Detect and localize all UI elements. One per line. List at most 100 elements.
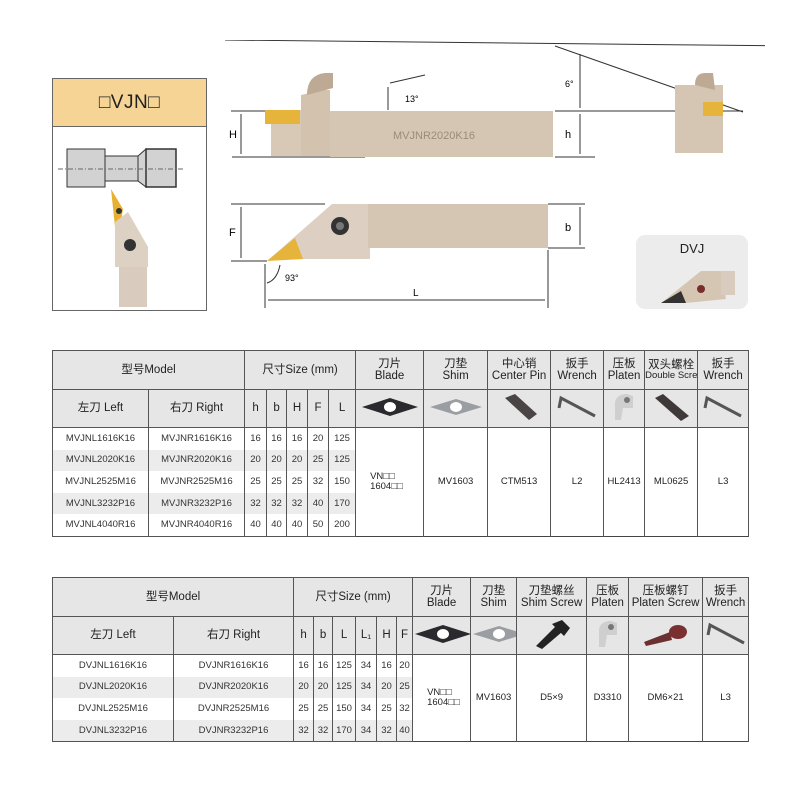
part-image-cell xyxy=(550,389,605,428)
part-image-cell xyxy=(423,389,489,428)
platen-screw-value: DM6×21 xyxy=(628,654,704,742)
dimension-value: 25 xyxy=(307,449,330,472)
wrench-value: L2 xyxy=(550,427,605,537)
dimension-header: h xyxy=(244,389,268,428)
part-image-cell xyxy=(487,389,552,428)
model-left: MVJNL2525M16 xyxy=(52,471,149,493)
center-pin-icon xyxy=(505,393,538,420)
dimension-value: 34 xyxy=(355,719,378,743)
dimension-value: 125 xyxy=(332,654,357,677)
shim-screw-value: D5×9 xyxy=(516,654,588,742)
shim-value: MV1603 xyxy=(470,654,518,742)
model-right: MVJNR3232P16 xyxy=(147,492,246,515)
model-header: 型号Model xyxy=(51,350,246,390)
dimension-value: 32 xyxy=(313,719,334,743)
shim-screw-icon xyxy=(535,619,570,649)
dimension-value: 40 xyxy=(396,719,414,743)
dimension-value: 20 xyxy=(286,449,309,472)
dimension-header: F xyxy=(307,389,330,428)
shim-value: MV1603 xyxy=(423,427,489,537)
dimension-header: L₁ xyxy=(355,616,378,655)
dimension-value: 32 xyxy=(396,698,414,720)
dimension-value: 50 xyxy=(307,514,330,537)
dimension-value: 25 xyxy=(244,471,268,493)
dim-label-F: F xyxy=(229,227,236,239)
model-header: 型号Model xyxy=(51,577,295,617)
model-right: MVJNR1616K16 xyxy=(147,427,246,450)
dvj-label: DVJ xyxy=(679,241,705,256)
dimension-value: 40 xyxy=(286,514,309,537)
dimension-value: 25 xyxy=(396,676,414,699)
model-right: DVJNR1616K16 xyxy=(172,654,295,677)
dimension-value: 20 xyxy=(376,676,398,699)
part-image-cell xyxy=(702,616,750,655)
dimension-header: b xyxy=(266,389,288,428)
technical-drawing: MVJNR2020K16 H 13° 6° h F b 93° L xyxy=(225,40,765,308)
model-right: DVJNR2525M16 xyxy=(172,698,295,720)
model-left: MVJNL3232P16 xyxy=(52,492,149,515)
right-hand-header: 右刀 Right xyxy=(147,389,246,428)
blade-value: VN□□1604□□ xyxy=(412,654,472,742)
dimension-value: 16 xyxy=(286,427,309,450)
dimension-value: 25 xyxy=(293,698,315,720)
dimension-value: 25 xyxy=(313,698,334,720)
dimension-value: 16 xyxy=(244,427,268,450)
dimension-value: 20 xyxy=(307,427,330,450)
shim-icon xyxy=(429,398,482,415)
model-left: DVJNL1616K16 xyxy=(52,654,174,677)
dvj-holder-image xyxy=(661,271,735,303)
dimension-value: 20 xyxy=(266,449,288,472)
dimension-value: 125 xyxy=(328,449,357,472)
dimension-header: L xyxy=(328,389,357,428)
size-header: 尺寸Size (mm) xyxy=(244,350,357,390)
insert-icon xyxy=(361,397,418,416)
platen-icon xyxy=(615,393,634,420)
angle-93: 93° xyxy=(285,273,299,283)
part-image-cell xyxy=(516,616,588,655)
dimension-value: 34 xyxy=(355,676,378,699)
dimension-value: 34 xyxy=(355,654,378,677)
double-screw-value: ML0625 xyxy=(644,427,699,537)
platen-icon xyxy=(598,620,617,647)
dimension-value: 32 xyxy=(307,471,330,493)
model-left: DVJNL2525M16 xyxy=(52,698,174,720)
right-hand-header: 右刀 Right xyxy=(172,616,295,655)
dim-label-b: b xyxy=(565,222,571,234)
dimension-value: 125 xyxy=(332,676,357,699)
dimension-value: 40 xyxy=(244,514,268,537)
dimension-header: H xyxy=(286,389,309,428)
dimension-value: 40 xyxy=(266,514,288,537)
center-pin-value: CTM513 xyxy=(487,427,552,537)
dimension-value: 16 xyxy=(376,654,398,677)
model-left: DVJNL2020K16 xyxy=(52,676,174,699)
dimension-header: H xyxy=(376,616,398,655)
platen-value: D3310 xyxy=(586,654,630,742)
part-image-cell xyxy=(586,616,630,655)
part-image-cell xyxy=(644,389,699,428)
left-hand-header: 左刀 Left xyxy=(52,616,174,655)
dimension-value: 40 xyxy=(307,492,330,515)
platen-screw-icon xyxy=(643,624,687,646)
dimension-value: 16 xyxy=(313,654,334,677)
part-image-cell xyxy=(628,616,704,655)
model-left: MVJNL1616K16 xyxy=(52,427,149,450)
dimension-value: 20 xyxy=(313,676,334,699)
